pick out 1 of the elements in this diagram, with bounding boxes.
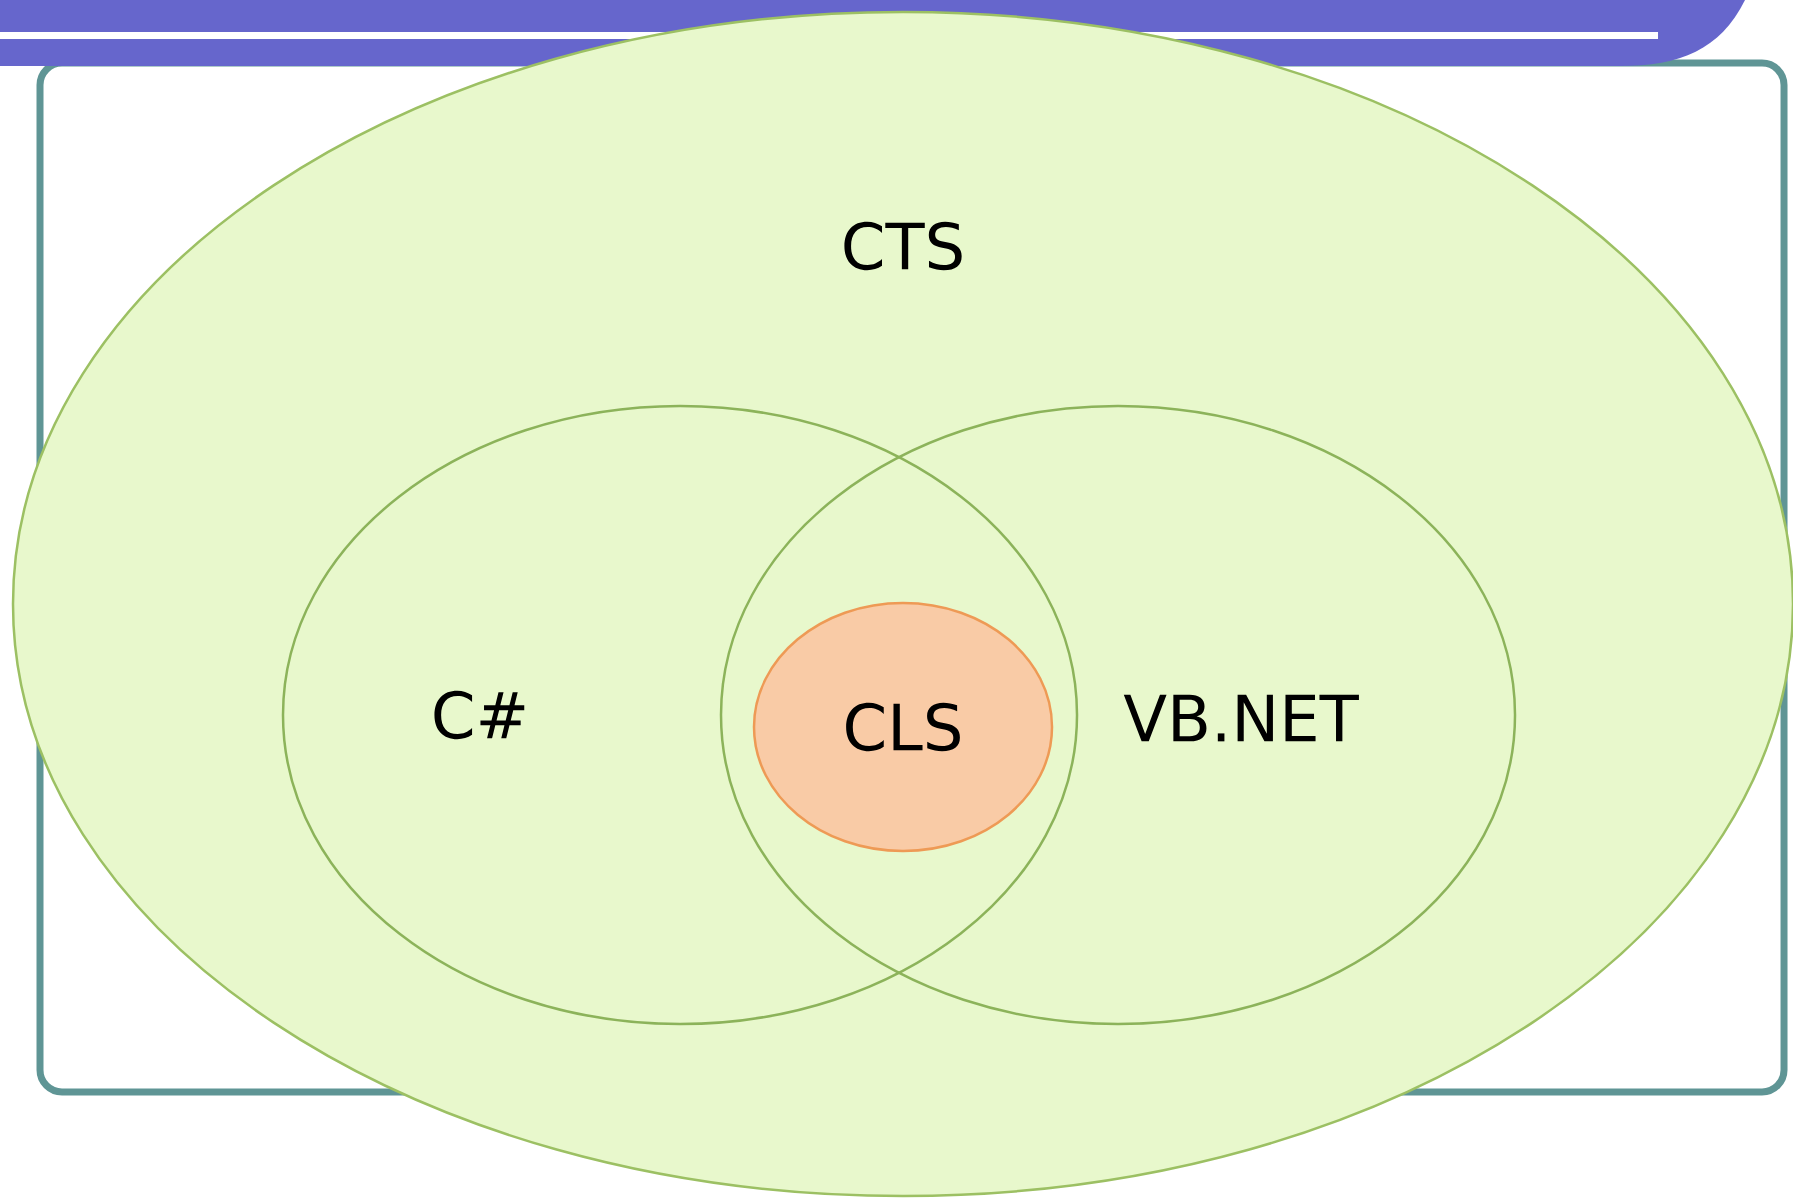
ellipse-region: CLS xyxy=(752,601,1054,853)
